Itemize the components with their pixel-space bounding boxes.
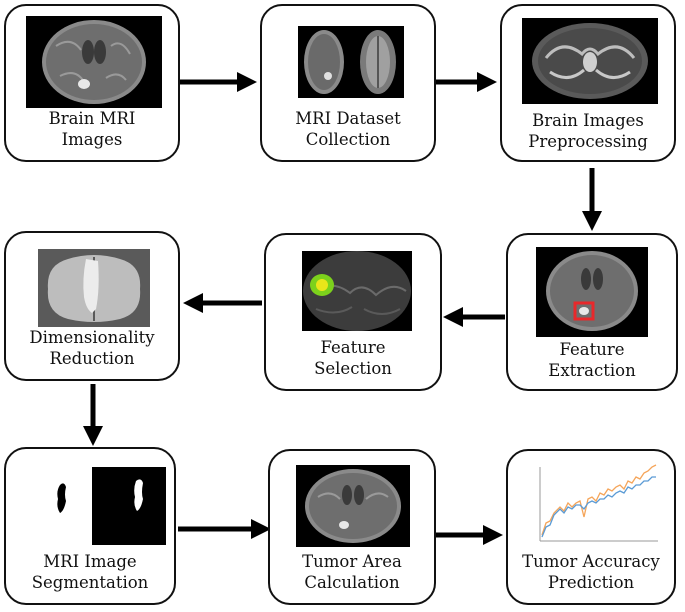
node-label: Feature Selection <box>314 338 392 378</box>
node-dimensionality-reduction: Dimensionality Reduction <box>4 231 180 381</box>
node-label: Tumor Area Calculation <box>302 552 402 592</box>
node-label: Dimensionality Reduction <box>29 328 155 368</box>
tumor-area-image <box>296 465 410 547</box>
accuracy-plot <box>534 463 660 545</box>
node-mri-image-segmentation: MRI Image Segmentation <box>4 447 176 605</box>
mri-dataset-thumbnails <box>298 26 404 98</box>
node-feature-extraction: Feature Extraction <box>506 233 678 391</box>
node-brain-mri-images: Brain MRI Images <box>4 4 180 162</box>
brain-mri-image <box>26 16 162 108</box>
node-feature-selection: Feature Selection <box>264 233 442 391</box>
node-label: Brain Images Preprocessing <box>528 111 648 151</box>
plot-line-orange <box>541 464 657 536</box>
tumor-highlight-box <box>573 301 595 321</box>
node-tumor-accuracy-prediction: Tumor Accuracy Prediction <box>506 449 676 605</box>
node-tumor-area-calculation: Tumor Area Calculation <box>268 449 436 605</box>
node-label: Feature Extraction <box>548 340 636 380</box>
feature-selection-heatmap <box>302 251 412 331</box>
node-mri-dataset-collection: MRI Dataset Collection <box>260 4 436 162</box>
preprocessed-brain-image <box>522 18 658 104</box>
node-brain-images-preprocessing: Brain Images Preprocessing <box>500 4 676 162</box>
node-label: Brain MRI Images <box>48 109 136 149</box>
segmentation-masks <box>14 467 166 545</box>
node-label: MRI Dataset Collection <box>295 109 401 149</box>
node-label: Tumor Accuracy Prediction <box>522 552 660 592</box>
plot-line-blue <box>541 476 656 538</box>
feature-extraction-image <box>536 247 648 337</box>
node-label: MRI Image Segmentation <box>31 552 149 592</box>
dimensionality-reduction-image <box>38 249 150 327</box>
